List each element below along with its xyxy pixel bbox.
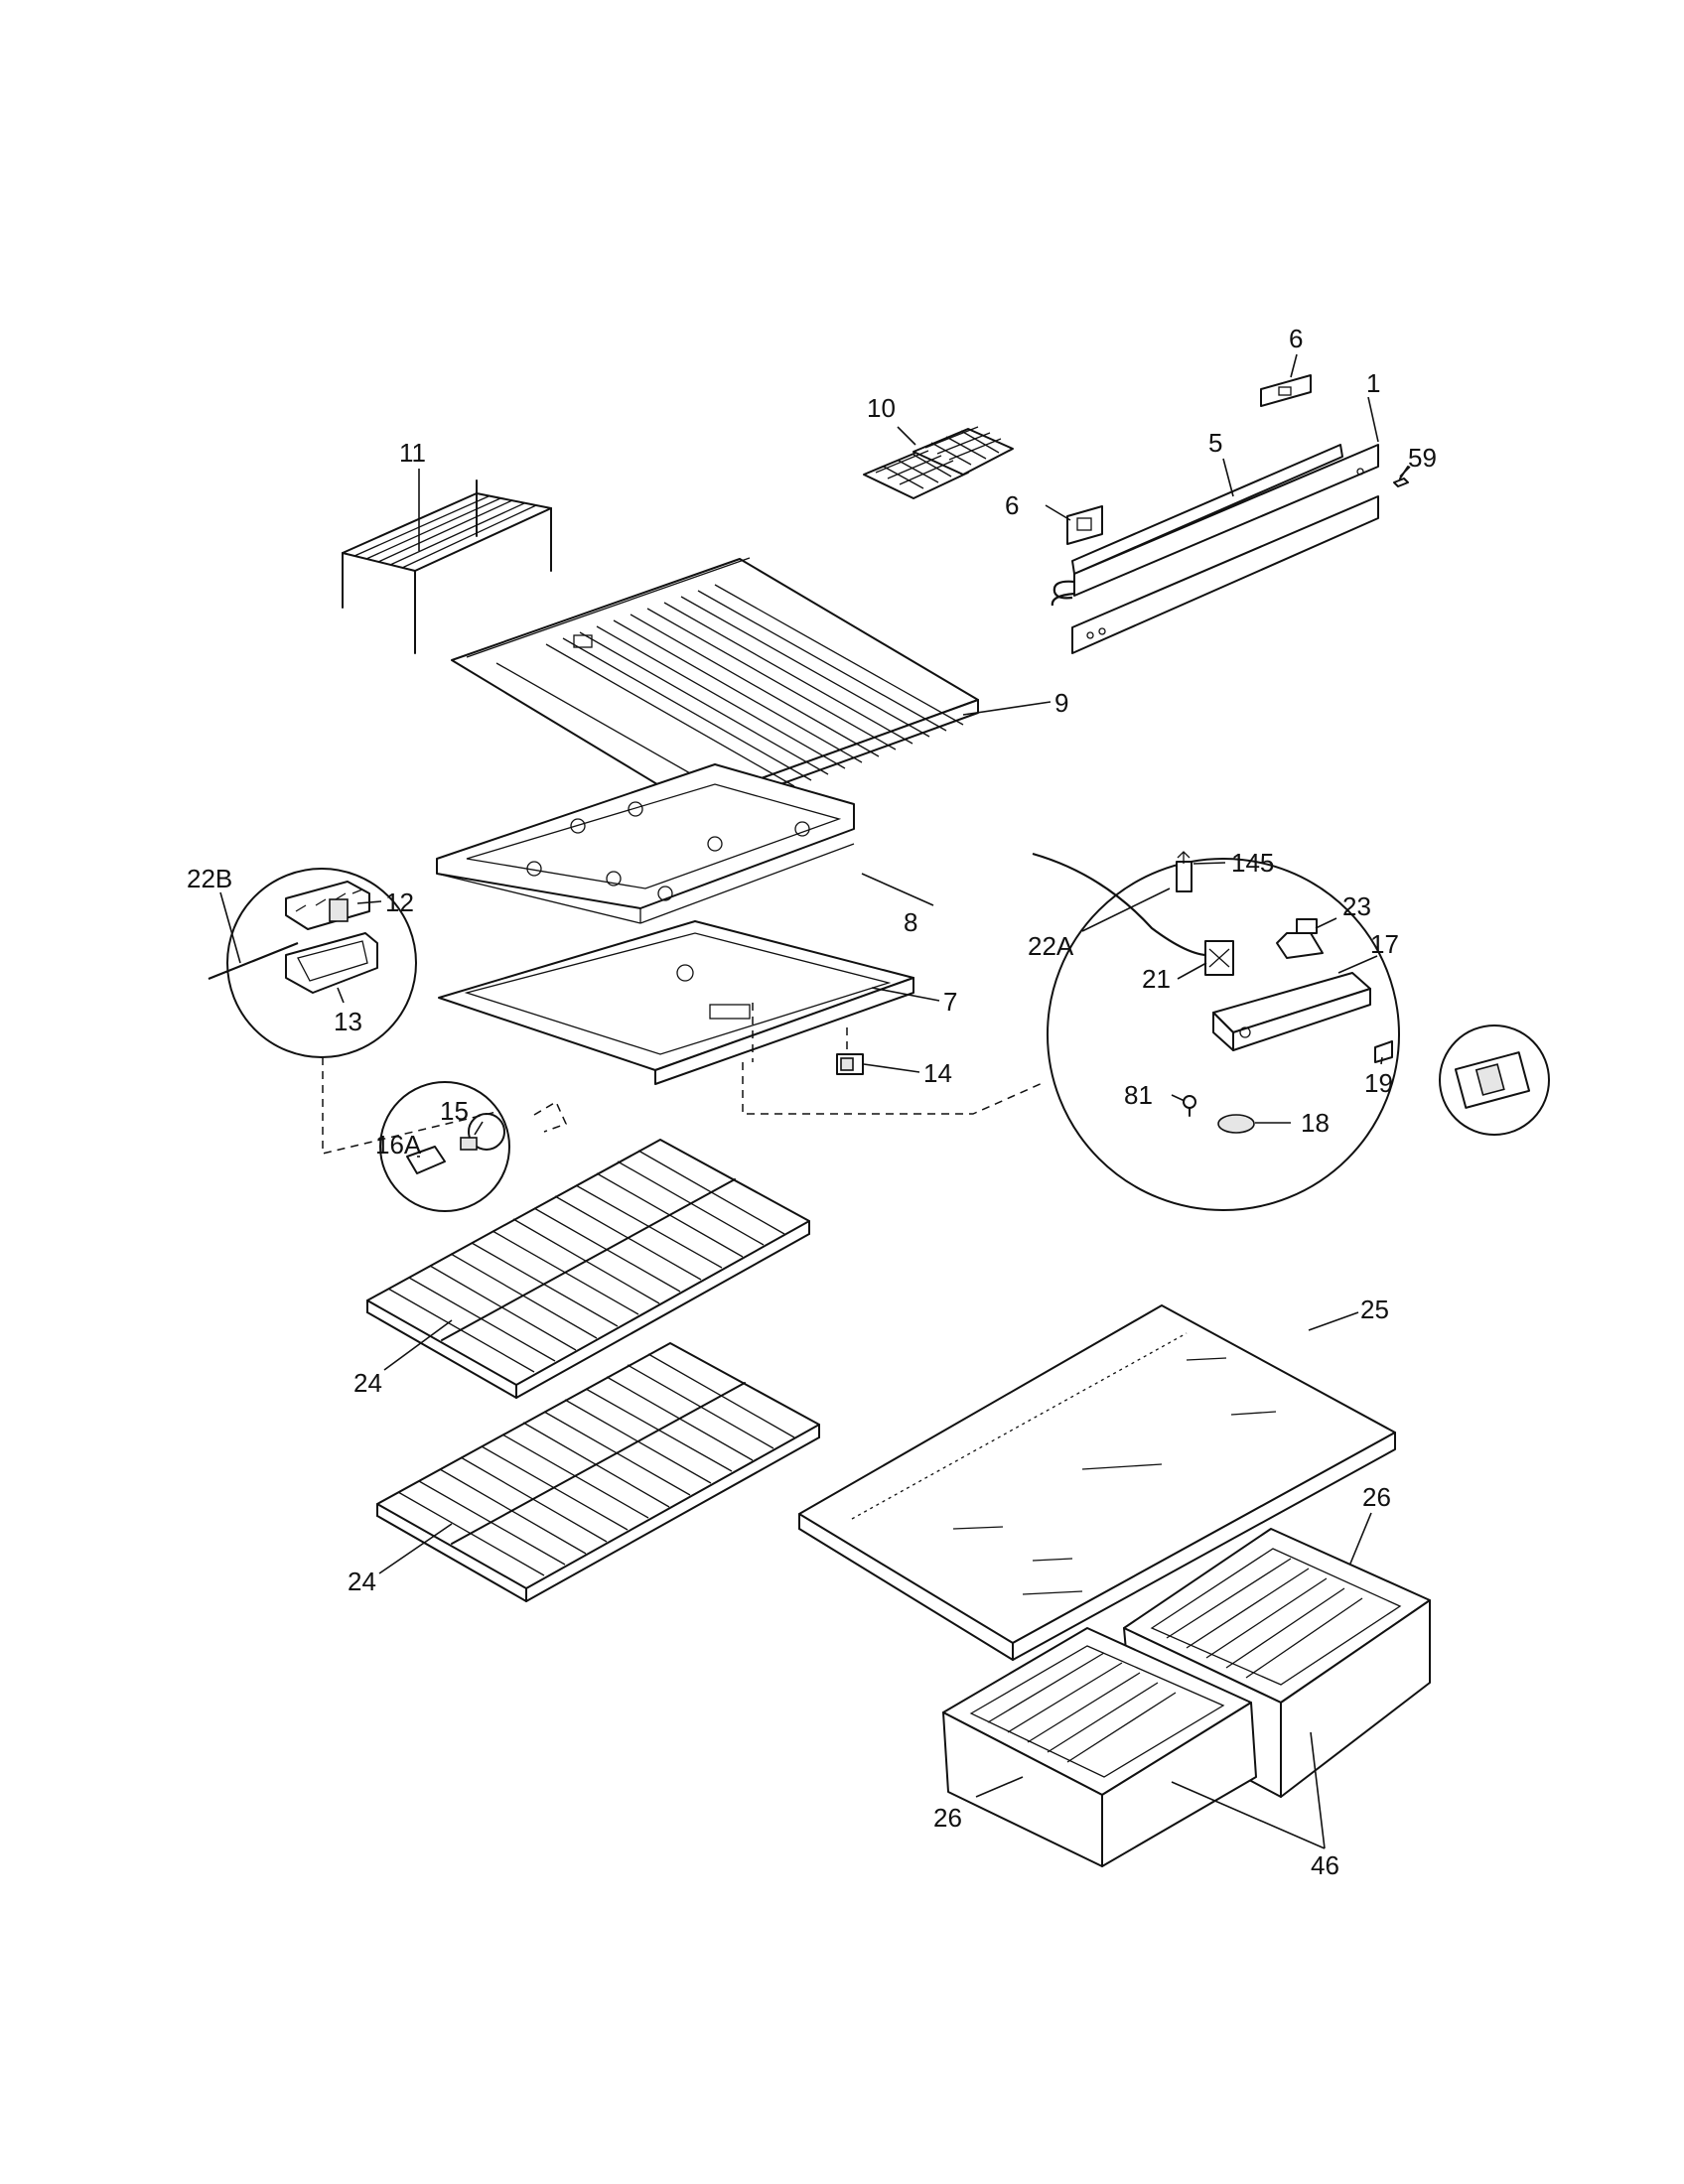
callout-23: 23 xyxy=(1342,891,1371,921)
callout-5: 5 xyxy=(1208,428,1222,458)
callout-7: 7 xyxy=(943,987,957,1017)
detail-circle-switch xyxy=(1439,1024,1550,1136)
part-drawer-left xyxy=(942,1627,1257,1867)
callout-145: 145 xyxy=(1231,848,1274,878)
callout-9: 9 xyxy=(1054,688,1068,718)
callout-1: 1 xyxy=(1366,368,1380,398)
callout-13: 13 xyxy=(334,1007,362,1036)
callout-46: 46 xyxy=(1311,1850,1339,1880)
callout-26-right: 26 xyxy=(1362,1482,1391,1512)
callout-18: 18 xyxy=(1301,1108,1330,1138)
callout-10: 10 xyxy=(867,393,896,423)
callout-59: 59 xyxy=(1408,443,1437,473)
callout-81: 81 xyxy=(1124,1080,1153,1110)
callout-labels: 1 5 6 6 59 10 11 9 8 7 14 12 13 22B 15 1… xyxy=(187,324,1437,1880)
callout-24-lower: 24 xyxy=(348,1567,376,1596)
part-wire-rack xyxy=(342,479,552,654)
callout-22a: 22A xyxy=(1028,931,1074,961)
callout-11: 11 xyxy=(399,438,426,468)
callout-21: 21 xyxy=(1142,964,1171,994)
part-wire-shelf-upper xyxy=(366,1139,810,1399)
callout-12: 12 xyxy=(385,887,414,917)
part-ice-trays xyxy=(863,426,1014,499)
callout-24-upper: 24 xyxy=(353,1368,382,1398)
part-crisper-cover xyxy=(438,920,914,1085)
callout-8: 8 xyxy=(904,907,917,937)
part-crisper-frame xyxy=(436,763,855,924)
part-heater-strip-assembly xyxy=(1051,374,1409,654)
callout-15: 15 xyxy=(440,1096,469,1126)
part-glass-shelf xyxy=(798,1304,1396,1661)
callout-19: 19 xyxy=(1364,1068,1393,1098)
part-switch xyxy=(836,1053,864,1075)
callout-14: 14 xyxy=(923,1058,952,1088)
callout-25: 25 xyxy=(1360,1295,1389,1324)
callout-22b: 22B xyxy=(187,864,232,893)
callout-17: 17 xyxy=(1370,929,1399,959)
detail-circle-control xyxy=(1032,851,1400,1211)
detail-circle-damper xyxy=(208,868,417,1058)
callout-6-top: 6 xyxy=(1289,324,1303,353)
detail-circle-light xyxy=(379,1081,510,1212)
leader-lines xyxy=(219,353,1411,1849)
callout-16a: 16A xyxy=(375,1130,422,1160)
callout-26-left: 26 xyxy=(933,1803,962,1833)
connector-lines xyxy=(322,1003,1046,1155)
part-wire-shelf-lower xyxy=(376,1342,820,1602)
callout-6-left: 6 xyxy=(1005,490,1019,520)
